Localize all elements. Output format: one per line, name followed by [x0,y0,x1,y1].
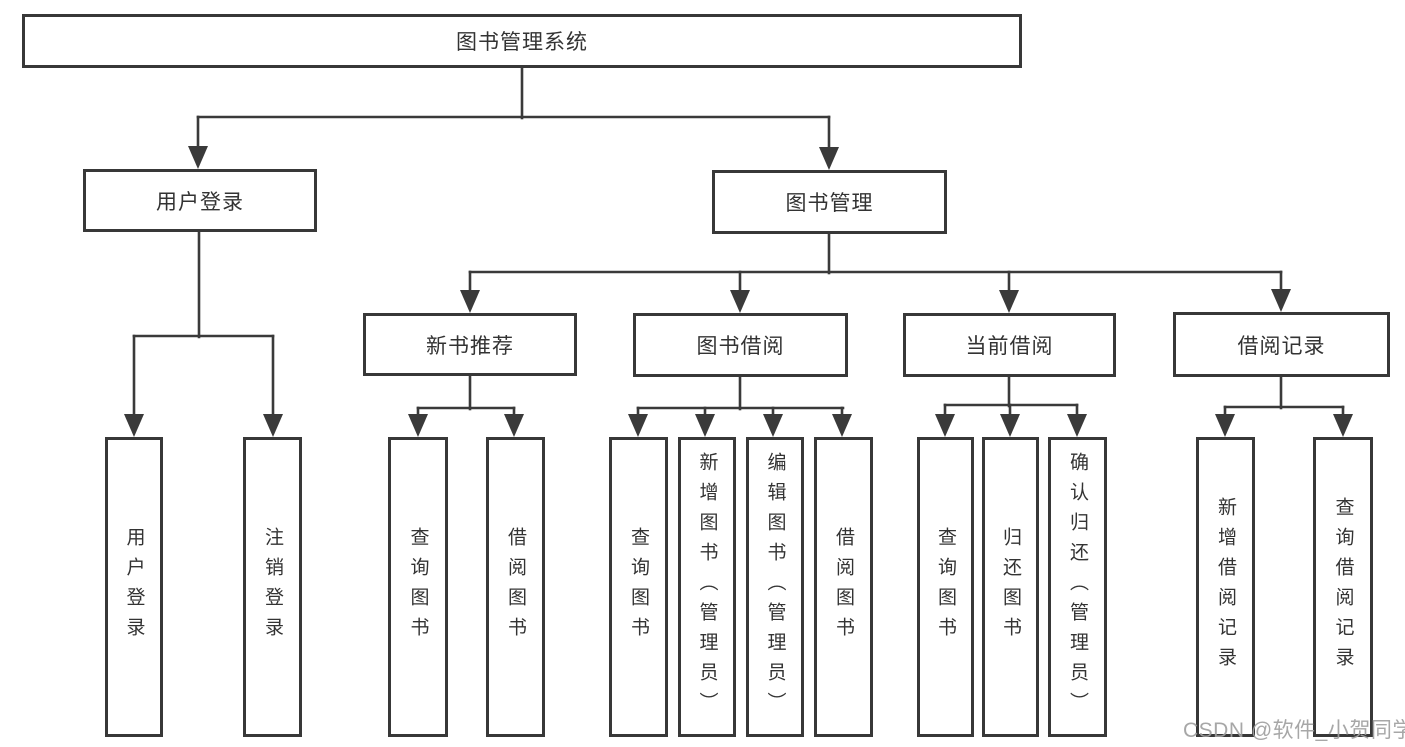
leaf-bb-add-book-admin-label: 新增图书（管理员） [696,452,718,722]
node-root-label: 图书管理系统 [456,31,588,54]
arrowhead-icon [819,147,839,170]
leaf-cb-confirm-return-admin-label: 确认归还（管理员） [1067,452,1088,722]
leaf-cb-query-book-label: 查询图书 [935,527,956,647]
node-new-book-recommend: 新书推荐 [363,313,577,376]
leaf-cb-return-book-label: 归还图书 [1000,527,1021,647]
arrowhead-icon [935,414,955,437]
leaf-logout-label: 注销登录 [262,527,283,647]
leaf-br-query-borrow-record: 查询借阅记录 [1313,437,1373,737]
arrowhead-icon [124,414,144,437]
arrowhead-icon [1333,414,1353,437]
node-user-login-label: 用户登录 [156,190,244,214]
leaf-bb-edit-book-admin: 编辑图书（管理员） [746,437,804,737]
leaf-user-login: 用户登录 [105,437,163,737]
leaf-cb-confirm-return-admin: 确认归还（管理员） [1048,437,1107,737]
leaf-logout: 注销登录 [243,437,302,737]
arrowhead-icon [1271,289,1291,312]
leaf-br-add-borrow-record-label: 新增借阅记录 [1215,497,1236,677]
leaf-br-query-borrow-record-label: 查询借阅记录 [1332,497,1354,677]
node-book-borrow-label: 图书借阅 [696,335,785,358]
arrowhead-icon [504,414,524,437]
arrowhead-icon [1000,414,1020,437]
arrowhead-icon [695,414,715,437]
arrowhead-icon [1215,414,1235,437]
node-root: 图书管理系统 [22,14,1022,68]
leaf-nb-borrow-book-label: 借阅图书 [505,527,526,647]
leaf-bb-borrow-book-label: 借阅图书 [833,527,854,647]
arrowhead-icon [763,414,783,437]
arrowhead-icon [460,290,480,313]
leaf-cb-return-book: 归还图书 [982,437,1039,737]
leaf-br-add-borrow-record: 新增借阅记录 [1196,437,1255,737]
leaf-cb-query-book: 查询图书 [917,437,974,737]
node-borrow-record-label: 借阅记录 [1237,334,1326,358]
arrowhead-icon [408,414,428,437]
leaf-bb-borrow-book: 借阅图书 [814,437,873,737]
node-new-book-recommend-label: 新书推荐 [426,334,514,358]
leaf-bb-edit-book-admin-label: 编辑图书（管理员） [764,452,786,722]
leaf-nb-query-book-label: 查询图书 [407,527,429,647]
leaf-nb-borrow-book: 借阅图书 [486,437,545,737]
arrowhead-icon [1067,414,1087,437]
node-current-borrow-label: 当前借阅 [965,335,1054,358]
node-current-borrow: 当前借阅 [903,313,1116,377]
leaf-bb-query-book-label: 查询图书 [628,527,649,647]
csdn-watermark: CSDN @软件_小贺同学 [1183,719,1405,742]
arrowhead-icon [628,414,648,437]
node-book-borrow: 图书借阅 [633,313,848,377]
arrowhead-icon [832,414,852,437]
node-book-management-label: 图书管理 [785,192,874,215]
node-borrow-record: 借阅记录 [1173,312,1390,377]
leaf-nb-query-book: 查询图书 [388,437,448,737]
leaf-bb-add-book-admin: 新增图书（管理员） [678,437,736,737]
node-book-management: 图书管理 [712,170,947,234]
arrowhead-icon [730,290,750,313]
arrowhead-icon [999,290,1019,313]
leaf-bb-query-book: 查询图书 [609,437,668,737]
node-user-login: 用户登录 [83,169,317,232]
arrowhead-icon [188,146,208,169]
arrowhead-icon [263,414,283,437]
leaf-user-login-label: 用户登录 [123,527,145,647]
